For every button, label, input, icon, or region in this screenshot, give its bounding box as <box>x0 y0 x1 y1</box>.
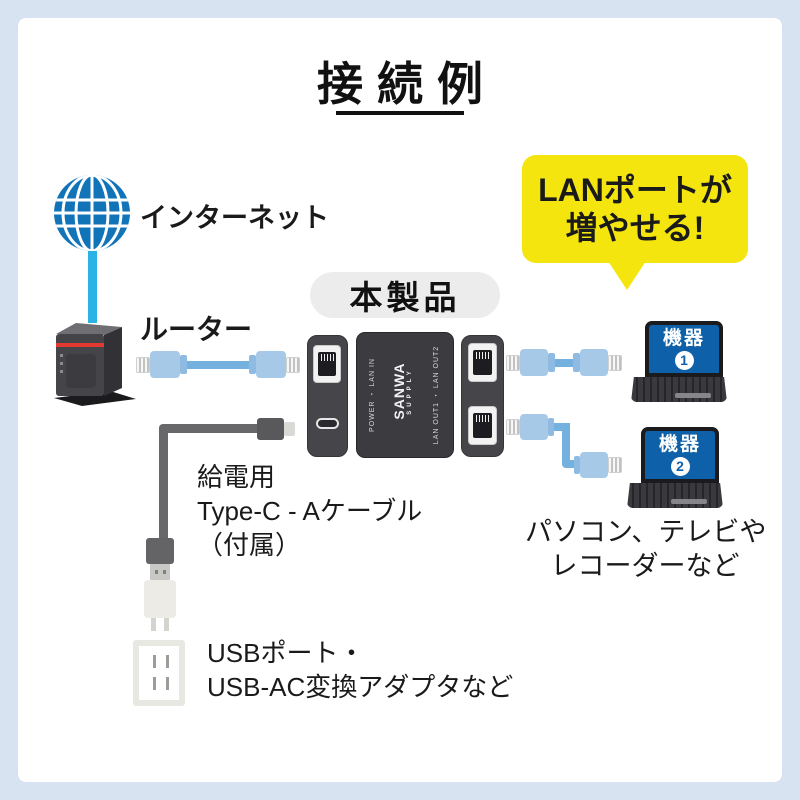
internet-cable <box>88 251 97 323</box>
ac-adapter-icon <box>144 580 176 618</box>
laptop-keyboard <box>627 483 723 508</box>
usb-c-plug-tip <box>284 422 295 436</box>
outlet-caption: USBポート・ USB-AC変換アダプタなど <box>207 638 514 702</box>
laptop-trackpad <box>671 499 707 504</box>
power-cord <box>163 424 259 433</box>
adapter-prong <box>151 618 156 631</box>
usb-c-plug-icon <box>257 418 284 440</box>
device-label: 機器 <box>658 433 701 455</box>
lan-plug-icon <box>580 349 608 376</box>
callout-tail-icon <box>608 261 646 290</box>
laptop-screen: 機器 2 <box>641 427 719 483</box>
usb-c-port-icon <box>316 418 339 429</box>
router-label: ルーター <box>140 314 253 345</box>
device-logo: SANWA SUPPLY <box>391 362 413 420</box>
usb-a-shell-dot <box>155 570 158 574</box>
lan-cord <box>548 353 555 372</box>
lan-plug-icon <box>286 357 300 373</box>
adapter-prong <box>164 618 169 631</box>
usb-a-shell <box>150 564 170 580</box>
lan-cord <box>548 418 554 436</box>
device-label: 機器 <box>662 327 705 349</box>
device-left-ports-label: POWER ・ LAN IN <box>369 358 376 432</box>
power-cord <box>159 424 168 542</box>
page-title: 接続例 <box>317 58 497 110</box>
lan-cord <box>573 353 580 372</box>
router-icon <box>54 323 136 406</box>
lan-plug-icon <box>580 452 608 478</box>
lan-cord <box>555 359 573 367</box>
title-underline <box>336 111 464 115</box>
internet-label: インターネット <box>140 203 329 233</box>
lan-cord <box>249 355 256 374</box>
globe-icon <box>54 175 130 251</box>
callout-bubble: LANポートが 増やせる! <box>522 155 748 263</box>
lan-cord <box>562 460 576 468</box>
lan-plug-icon <box>256 351 286 378</box>
usb-a-plug-icon <box>146 538 174 564</box>
right-caption: パソコン、テレビや レコーダーなど <box>525 517 767 581</box>
callout-text-line1: LANポートが <box>538 172 732 208</box>
device-number-badge: 2 <box>670 456 690 476</box>
lan-cord <box>180 355 187 374</box>
usb-a-shell-dot <box>163 570 166 574</box>
lan-in-port-icon <box>313 345 341 383</box>
laptop-trackpad <box>675 393 711 398</box>
callout-text-line2: 増やせる! <box>565 210 705 246</box>
diagram-canvas: 接続例 インターネット ルーター <box>18 18 782 782</box>
lan-plug-icon <box>608 355 622 371</box>
lan-cord <box>187 361 249 369</box>
product-badge: 本製品 <box>310 272 500 318</box>
device-right-ports-label: LAN OUT1 ・ LAN OUT2 <box>433 345 440 445</box>
lan-plug-icon <box>608 457 622 473</box>
lan-out1-port-icon <box>468 343 497 382</box>
power-cable-caption: 給電用 Type-C - Aケーブル （付属） <box>197 462 423 560</box>
lan-plug-icon <box>520 414 548 440</box>
lan-out2-port-icon <box>468 406 497 445</box>
laptop-screen: 機器 1 <box>645 321 723 377</box>
lan-cord <box>562 423 570 465</box>
device-top-view <box>356 332 454 458</box>
lan-plug-icon <box>506 355 520 371</box>
lan-plug-icon <box>520 349 548 376</box>
lan-plug-icon <box>136 357 150 373</box>
laptop-keyboard <box>631 377 727 402</box>
lan-plug-icon <box>150 351 180 378</box>
device-number-badge: 1 <box>674 350 694 370</box>
outlet-icon <box>133 640 185 706</box>
lan-plug-icon <box>506 419 520 435</box>
lan-cord <box>574 456 580 474</box>
